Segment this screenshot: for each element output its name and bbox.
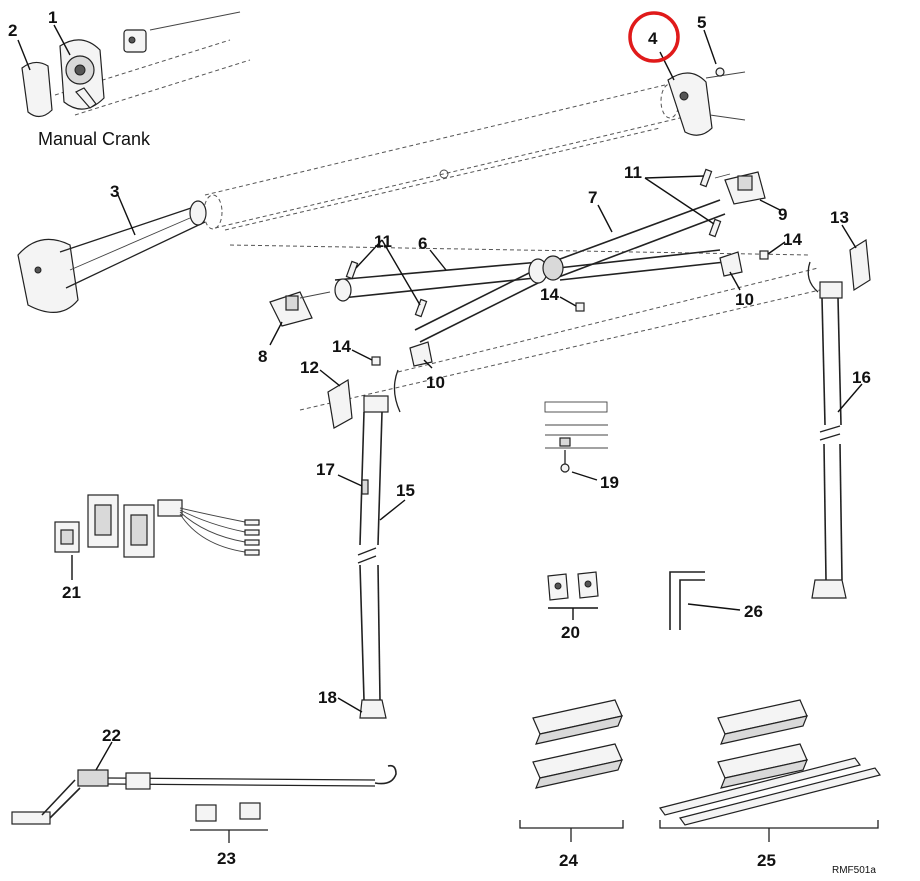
label-part-9: 9: [778, 205, 787, 224]
right-arm: [542, 199, 726, 281]
highlight-circle: [628, 11, 680, 63]
canopy-edge-upper: [397, 267, 819, 373]
left-arm: [334, 258, 548, 343]
crank-handle-part-22: [11, 764, 397, 825]
label-part-25: 25: [757, 851, 776, 870]
label-part-10b: 10: [735, 290, 754, 309]
bracket-part-8: [269, 291, 331, 327]
manual-crank-detail: [21, 11, 251, 118]
channels-part-24: [519, 699, 624, 842]
label-part-21: 21: [62, 583, 81, 602]
clips-part-10: [409, 251, 743, 367]
label-part-3: 3: [110, 182, 119, 201]
clips-part-23: [190, 802, 268, 843]
roller-tube: [203, 83, 811, 256]
label-part-16: 16: [852, 368, 871, 387]
drawing-code: RMF501a: [832, 865, 876, 876]
switch-wiring-part-21: [54, 494, 260, 558]
label-part-6: 6: [418, 234, 427, 253]
label-part-11b: 11: [624, 163, 642, 182]
label-part-13: 13: [830, 208, 849, 227]
label-part-26: 26: [744, 602, 763, 621]
hex-key-part-26: [669, 571, 705, 630]
label-part-7: 7: [588, 188, 597, 207]
label-part-15: 15: [396, 481, 415, 500]
nuts-part-14: [371, 250, 769, 366]
label-part-23: 23: [217, 849, 236, 868]
label-part-11a: 11: [374, 232, 392, 251]
label-part-2: 2: [8, 21, 17, 40]
channels-rails-part-25: [659, 699, 881, 842]
label-part-1: 1: [48, 8, 57, 27]
label-part-14c: 14: [783, 230, 802, 249]
part-numbers: 1 2 3 4 5 6 7 8 9 10 10 11 11 12 13 14 1…: [8, 8, 871, 870]
label-part-4: 4: [648, 29, 658, 48]
pins-part-11: [345, 168, 722, 318]
label-part-17: 17: [316, 460, 335, 479]
label-part-22: 22: [102, 726, 121, 745]
canopy-edge: [299, 289, 821, 411]
label-part-14a: 14: [332, 337, 351, 356]
label-part-20: 20: [561, 623, 580, 642]
label-part-12: 12: [300, 358, 319, 377]
label-part-19: 19: [600, 473, 619, 492]
rail-detail-part-19: [544, 401, 608, 473]
label-part-10a: 10: [426, 373, 445, 392]
front-rail-end-left: [393, 369, 401, 413]
bracket-part-13: [849, 238, 871, 292]
front-rail-end-right: [807, 261, 819, 293]
label-part-14b: 14: [540, 285, 559, 304]
bracket-part-9: [714, 171, 766, 205]
label-part-24: 24: [559, 851, 578, 870]
manual-crank-caption: Manual Crank: [38, 129, 151, 149]
label-part-8: 8: [258, 347, 267, 366]
leader-lines: [17, 24, 863, 771]
left-support-leg: [357, 395, 389, 719]
clips-part-20: [547, 571, 599, 601]
left-end-cap-assembly: [17, 200, 207, 313]
bracket-part-12: [327, 379, 353, 429]
label-part-5: 5: [697, 13, 706, 32]
right-end-cap: [667, 71, 746, 136]
right-support-leg: [811, 281, 847, 599]
label-part-18: 18: [318, 688, 337, 707]
bolt-part-5: [715, 67, 725, 77]
